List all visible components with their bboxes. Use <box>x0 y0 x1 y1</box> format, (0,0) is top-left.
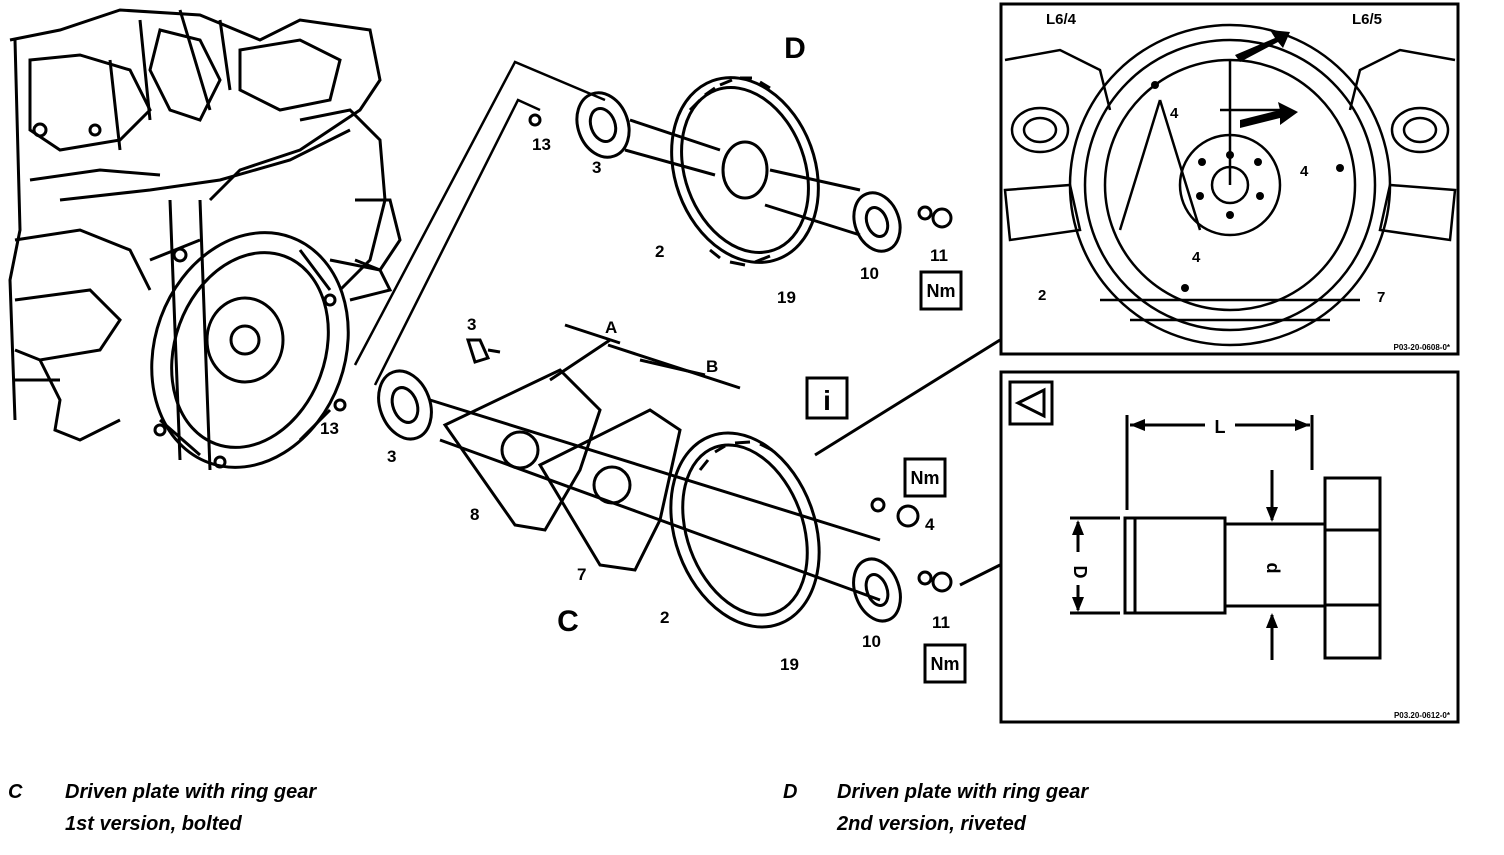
torque-badge-d: Nm <box>919 270 963 311</box>
caption-c-line2: 1st version, bolted <box>65 813 242 835</box>
callout-c-13: 13 <box>320 419 339 438</box>
inset-top-label-2: 2 <box>1038 287 1046 304</box>
callout-c-8: 8 <box>470 505 479 524</box>
svg-text:i: i <box>823 385 831 416</box>
inset-leaders <box>814 338 1001 587</box>
inset-bottom-label-d-lower: d <box>1263 563 1283 574</box>
callout-c-11: 11 <box>932 613 950 632</box>
caption-c-line1: Driven plate with ring gear <box>65 781 317 803</box>
caption-d-letter: D <box>783 781 798 803</box>
callout-d-19: 19 <box>777 288 796 307</box>
svg-text:Nm: Nm <box>910 468 939 488</box>
inset-top-label-4a: 4 <box>1170 105 1179 122</box>
callout-d-3: 3 <box>592 158 601 177</box>
section-label-d: D <box>784 32 806 65</box>
section-label-c: C <box>557 605 579 638</box>
assembly-c <box>333 323 953 629</box>
caption-d-line2: 2nd version, riveted <box>837 813 1026 835</box>
svg-text:Nm: Nm <box>926 281 955 301</box>
dimension-a: A <box>605 318 617 337</box>
inset-top-ref: P03-20-0608-0* <box>1394 343 1451 352</box>
inset-top-label-7: 7 <box>1377 289 1385 306</box>
callout-c-10: 10 <box>862 632 881 651</box>
callout-c-3b: 3 <box>467 315 476 334</box>
inset-bottom-ref: P03.20-0612-0* <box>1394 711 1451 720</box>
svg-text:Nm: Nm <box>930 654 959 674</box>
inset-top-label-4c: 4 <box>1192 249 1201 266</box>
inset-bottom-label-l: L <box>1215 417 1226 437</box>
inset-bottom: L D d P03.20-0612-0* <box>999 370 1460 724</box>
engine-block <box>8 8 402 471</box>
callout-c-2: 2 <box>660 608 669 627</box>
torque-badge-c-1: Nm <box>903 457 947 498</box>
assembly-d <box>528 76 953 267</box>
inset-top-label-l6-4: L6/4 <box>1046 11 1077 28</box>
callout-c-3: 3 <box>387 447 396 466</box>
callout-d-13: 13 <box>532 135 551 154</box>
callout-c-4: 4 <box>925 515 935 534</box>
inset-top-label-l6-5: L6/5 <box>1352 11 1382 28</box>
inset-bottom-label-d-upper: D <box>1070 566 1090 579</box>
callout-d-2: 2 <box>655 242 664 261</box>
info-icon: i <box>805 376 849 420</box>
callout-c-7: 7 <box>577 565 586 584</box>
warning-triangle-icon <box>1008 380 1054 426</box>
caption-d-line1: Driven plate with ring gear <box>837 781 1089 803</box>
dimension-b: B <box>706 357 718 376</box>
inset-top-label-4b: 4 <box>1300 163 1309 180</box>
callout-numbers: 13 3 2 19 10 11 13 3 3 8 7 2 19 10 11 4 … <box>320 135 950 674</box>
torque-badge-c-2: Nm <box>923 643 967 684</box>
caption-c: C Driven plate with ring gear 1st versio… <box>0 772 700 842</box>
callout-d-10: 10 <box>860 264 879 283</box>
leader-frame <box>353 60 606 386</box>
callout-d-11: 11 <box>930 246 948 265</box>
caption-c-letter: C <box>8 781 23 803</box>
callout-c-19: 19 <box>780 655 799 674</box>
caption-d: D Driven plate with ring gear 2nd versio… <box>775 772 1475 842</box>
inset-top: L6/4 L6/5 4 4 4 2 7 P03-20-0608-0* <box>999 2 1460 356</box>
